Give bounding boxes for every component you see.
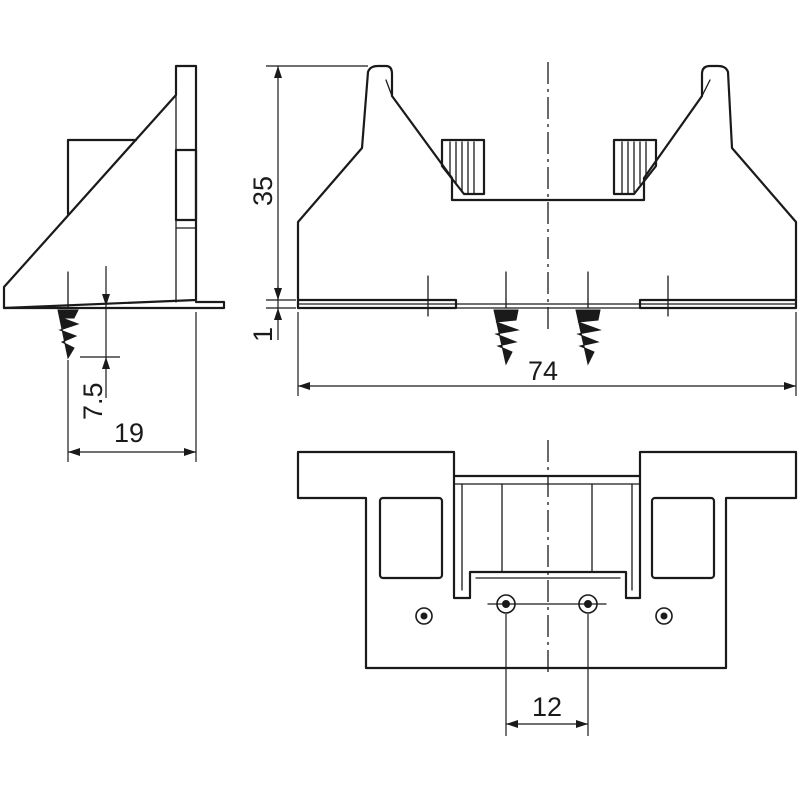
dim-hole-spacing: 12 xyxy=(505,614,589,736)
dim-plate-thickness: 1 xyxy=(248,286,296,342)
dim-hole-spacing-label: 12 xyxy=(532,692,562,722)
side-view: 7.5 19 xyxy=(2,64,226,462)
side-view-screw xyxy=(57,271,80,360)
side-view-base-plate xyxy=(2,300,226,310)
front-view-body xyxy=(296,64,798,302)
front-view-screw-left xyxy=(493,271,520,366)
front-view: 35 1 74 xyxy=(248,62,798,396)
top-view-right-window xyxy=(650,496,716,580)
front-view-right-hook xyxy=(612,138,658,196)
dim-overall-width: 74 xyxy=(297,312,797,396)
front-view-screw-right xyxy=(575,271,602,366)
dim-overall-width-label: 74 xyxy=(528,356,558,386)
dim-plate-thickness-label: 1 xyxy=(248,327,278,342)
dim-height-label: 35 xyxy=(248,176,278,206)
dim-side-depth-label: 19 xyxy=(114,418,144,448)
dim-screw-length-label: 7.5 xyxy=(78,382,108,420)
top-view-left-window xyxy=(378,496,444,580)
side-view-back-block xyxy=(66,138,138,216)
dim-screw-length: 7.5 xyxy=(78,266,120,420)
dim-side-depth: 19 xyxy=(67,312,197,462)
dim-height: 35 xyxy=(248,65,368,301)
front-view-left-hook xyxy=(440,138,486,196)
top-view: 12 xyxy=(296,440,798,736)
side-view-gusset xyxy=(2,64,198,310)
